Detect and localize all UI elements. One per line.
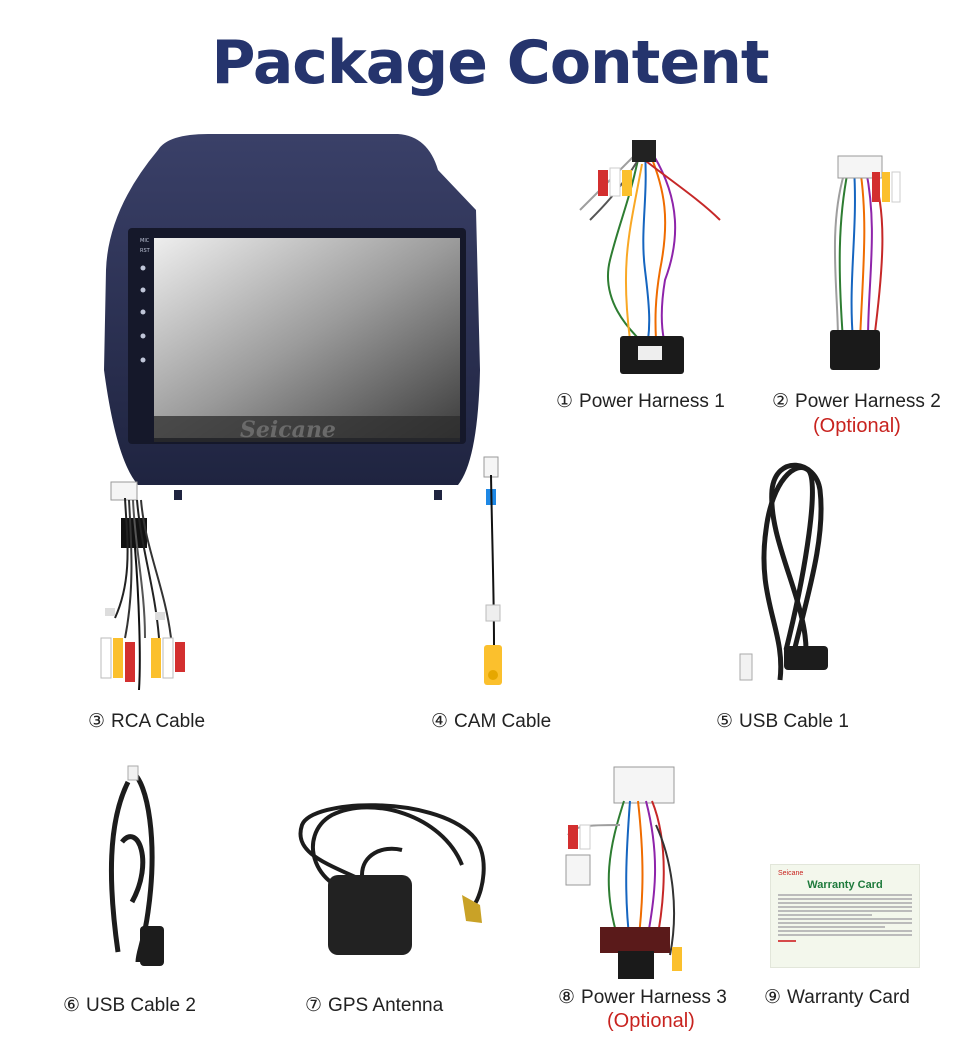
optional-item-8: (Optional)	[607, 1010, 695, 1032]
page-title: Package Content	[211, 28, 769, 98]
power-harness-1-image	[570, 140, 730, 380]
power-harness-3-image	[560, 765, 690, 985]
power-harness-2-image	[808, 150, 918, 380]
volume-down-icon	[140, 357, 146, 363]
usb-cable-2-image	[98, 762, 178, 972]
gps-antenna-image	[292, 795, 522, 975]
card-title: Warranty Card	[807, 879, 883, 891]
rca-cable-image	[95, 478, 195, 698]
optional-item-2: (Optional)	[813, 415, 901, 437]
mic-label: MIC	[140, 238, 150, 244]
usb-cable-1-image	[736, 450, 846, 690]
warranty-card-image: Seicane Warranty Card	[770, 864, 920, 968]
rst-label: RST	[140, 248, 151, 254]
cam-cable-image	[470, 455, 520, 695]
volume-up-icon	[140, 333, 146, 339]
power-icon	[140, 265, 146, 271]
brand-logo: Seicane	[240, 417, 336, 443]
card-brand: Seicane	[778, 870, 804, 877]
back-icon	[140, 309, 146, 315]
head-unit-image: MIC RST Seicane	[98, 130, 488, 502]
home-icon	[140, 287, 146, 293]
